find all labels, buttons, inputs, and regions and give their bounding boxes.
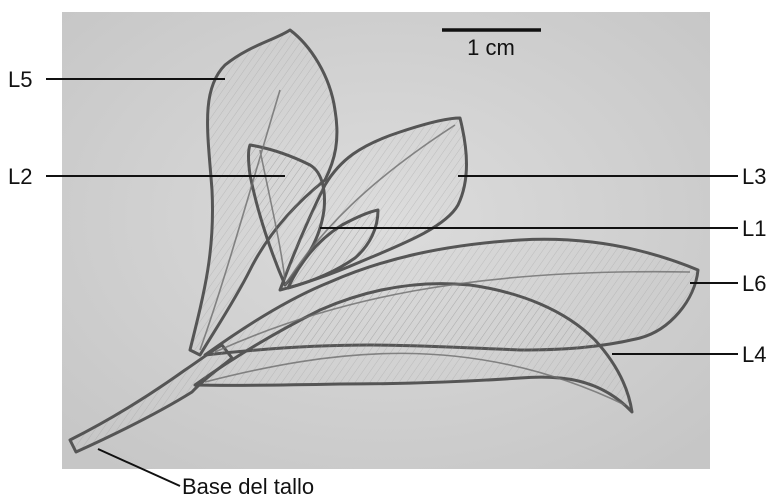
label-l1: L1: [742, 216, 766, 241]
scale-bar-label: 1 cm: [467, 35, 515, 60]
label-l3: L3: [742, 164, 766, 189]
label-stem-base: Base del tallo: [182, 474, 314, 498]
label-l4: L4: [742, 342, 766, 367]
label-l2: L2: [8, 164, 32, 189]
label-l6: L6: [742, 271, 766, 296]
label-l5: L5: [8, 67, 32, 92]
